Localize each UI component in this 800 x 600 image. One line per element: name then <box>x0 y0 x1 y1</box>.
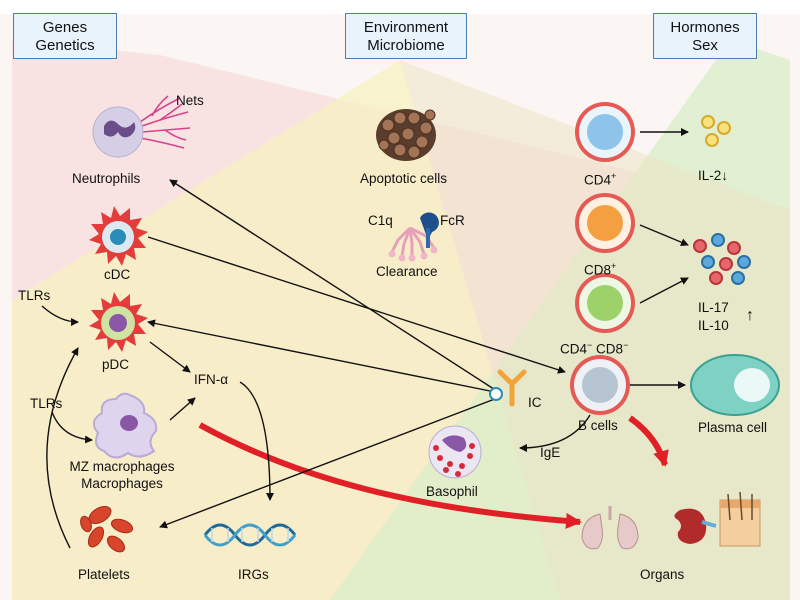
double-negative-cell-icon <box>575 273 635 333</box>
arrow-platelets-pdc <box>46 347 79 549</box>
basophil-label: Basophil <box>426 484 478 499</box>
microbiome-label: Microbiome <box>367 37 445 54</box>
ige-label: IgE <box>540 445 561 460</box>
tlrs-mz-label: TLRs <box>30 396 63 411</box>
b-cells-label: B cells <box>578 418 618 433</box>
platelets-label: Platelets <box>78 567 130 582</box>
cd4-cell-icon <box>575 102 635 162</box>
ic-icon <box>489 369 527 407</box>
dna-icon <box>203 523 297 547</box>
red-arrow-macrophages-organs <box>198 422 582 529</box>
pdc-icon <box>89 292 148 352</box>
cd8-dn-sup: − <box>623 340 629 350</box>
clearance-label: Clearance <box>376 264 438 279</box>
mz-macrophage-icon <box>92 392 158 459</box>
top-strip <box>0 0 800 14</box>
arrow-dn-cytokines <box>639 277 689 304</box>
cd4-label: CD4+ <box>584 168 616 189</box>
environment-label: Environment <box>363 19 449 36</box>
double-negative-label: CD4− CD8− <box>560 337 628 358</box>
sex-label: Sex <box>692 37 718 54</box>
apoptotic-cells-label: Apoptotic cells <box>360 171 448 186</box>
genes-label: Genes <box>42 19 88 36</box>
c1q-fcr-icon <box>388 212 439 262</box>
genes-genetics-box: Genes Genetics <box>13 13 117 59</box>
arrow-ic-neutrophils <box>169 179 501 394</box>
b-cell-icon <box>570 355 630 415</box>
cd8-dn-text: CD8 <box>596 341 624 357</box>
cd8-text: CD8 <box>584 262 612 278</box>
il10-label: IL-10 <box>698 318 729 333</box>
neutrophils-label: Neutrophils <box>72 171 141 186</box>
cdc-icon <box>89 206 148 266</box>
plasma-cell-icon <box>690 354 780 416</box>
il2-icon <box>701 115 731 147</box>
irgs-label: IRGs <box>238 567 269 582</box>
up-arrow: ↑ <box>746 307 754 324</box>
arrow-tlrs-pdc <box>41 305 79 326</box>
lungs-icon <box>581 506 639 550</box>
nets-label: Nets <box>176 93 204 108</box>
arrow-mz-ifn <box>169 397 196 421</box>
cd4-dn-text: CD4 <box>560 341 588 357</box>
arrow-ic-pdc <box>147 319 496 393</box>
arrow-ic-platelets <box>159 396 501 529</box>
il17-il10-icon <box>693 233 751 285</box>
environment-beam <box>12 60 560 600</box>
cd4-text: CD4 <box>584 172 612 188</box>
il2-label: IL-2↓ <box>698 168 728 184</box>
il2-down-arrow: ↓ <box>721 168 729 183</box>
c1q-label: C1q <box>368 213 393 228</box>
plasma-cell-label: Plasma cell <box>698 420 768 435</box>
platelets-icon <box>80 505 134 553</box>
tlrs-pdc-label: TLRs <box>18 288 51 303</box>
kidney-icon <box>674 508 717 544</box>
environment-microbiome-box: Environment Microbiome <box>345 13 467 59</box>
arrow-tlrs-mz <box>51 411 93 444</box>
apoptotic-cells-icon <box>376 109 436 161</box>
il17-label: IL-17 <box>698 300 729 315</box>
organs-label: Organs <box>640 567 685 582</box>
arrow-cdc-bcells <box>147 236 566 374</box>
hormones-label: Hormones <box>670 19 740 36</box>
cdc-label: cDC <box>104 267 131 282</box>
arrow-ifn-irgs <box>239 381 274 501</box>
arrow-pdc-ifn <box>149 341 191 373</box>
arrow-bcells-basophil <box>519 414 591 452</box>
cd4-sup: + <box>611 171 617 181</box>
cd8-label: CD8+ <box>584 258 616 279</box>
red-arrow-bcells-organs <box>628 415 669 467</box>
neutrophil-icon <box>92 95 191 158</box>
arrow-cd8-cytokines <box>639 224 689 246</box>
cd8-cell-icon <box>575 193 635 253</box>
cd8-sup: + <box>611 261 617 271</box>
hormones-sex-box: Hormones Sex <box>653 13 757 59</box>
mz-macrophages-label: MZ macrophages <box>69 459 175 474</box>
skin-icon <box>719 491 761 547</box>
ic-label: IC <box>528 395 542 410</box>
basophil-icon <box>428 425 482 479</box>
ifn-alpha-label: IFN-α <box>194 372 229 387</box>
macrophages-label: Macrophages <box>81 476 163 491</box>
pdc-label: pDC <box>102 357 130 372</box>
il2-text: IL-2 <box>698 168 722 183</box>
fcr-label: FcR <box>440 213 465 228</box>
genetics-label: Genetics <box>35 37 95 54</box>
cd4-dn-sup: − <box>587 340 593 350</box>
